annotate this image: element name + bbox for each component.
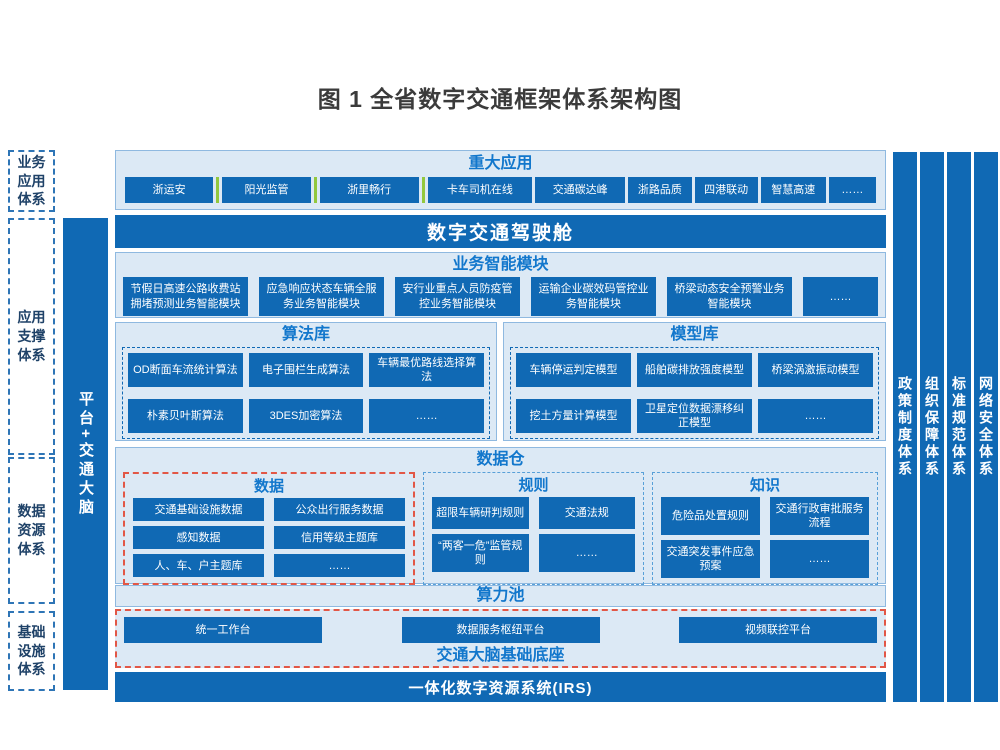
- data-box: 交通基础设施数据: [133, 498, 264, 522]
- platform-box: 视频联控平台: [679, 617, 877, 643]
- biz-modules-row: 节假日高速公路收费站拥堵预测业务智能模块 应急响应状态车辆全服务业务智能模块 安…: [123, 277, 879, 317]
- model-lib-title: 模型库: [670, 326, 719, 343]
- figure-title: 图 1 全省数字交通框架体系架构图: [317, 86, 683, 112]
- rules-group-grid: 超限车辆研判规则 交通法规 “两客一危”监管规则 ……: [432, 497, 635, 573]
- app-box: 浙里畅行: [319, 177, 419, 204]
- data-group-grid: 交通基础设施数据 公众出行服务数据 感知数据 信用等级主题库 人、车、户主题库 …: [133, 498, 405, 578]
- model-lib-grid: 车辆停运判定模型 船舶碳排放强度模型 桥梁涡激振动模型 挖土方量计算模型 卫星定…: [510, 347, 879, 440]
- platform-brain-bar: 平台+交通大脑: [63, 218, 108, 690]
- right-system-label: 网络安全体系: [978, 376, 994, 478]
- knowledge-box: 交通行政审批服务流程: [770, 497, 869, 536]
- knowledge-box-more: ……: [770, 540, 869, 579]
- algorithm-box: 车辆最优路线选择算法: [369, 353, 484, 388]
- platform-box: 数据服务枢纽平台: [401, 617, 600, 643]
- knowledge-group-title: 知识: [749, 477, 780, 495]
- algorithm-box: OD断面车流统计算法: [128, 353, 243, 388]
- app-box: 交通碳达峰: [535, 177, 626, 204]
- left-system-label: 业务应用体系: [17, 153, 46, 208]
- rule-box: 交通法规: [538, 497, 635, 530]
- module-box: 节假日高速公路收费站拥堵预测业务智能模块: [123, 277, 248, 317]
- green-divider: [313, 177, 317, 204]
- knowledge-box: 危险品处置规则: [661, 497, 760, 536]
- foundation-platforms-row: 统一工作台 数据服务枢纽平台 视频联控平台: [124, 617, 877, 643]
- module-box-more: ……: [803, 277, 879, 317]
- algorithm-box: 朴素贝叶斯算法: [128, 399, 243, 434]
- brain-foundation-panel: 统一工作台 数据服务枢纽平台 视频联控平台 交通大脑基础底座: [115, 609, 886, 668]
- app-box: 智慧高速: [760, 177, 826, 204]
- platform-box: 统一工作台: [124, 617, 322, 643]
- knowledge-group: 知识 危险品处置规则 交通行政审批服务流程 交通突发事件应急预案 ……: [652, 472, 878, 586]
- major-apps-title: 重大应用: [468, 155, 533, 172]
- module-box: 桥梁动态安全预警业务智能模块: [667, 277, 792, 317]
- model-box-more: ……: [758, 399, 873, 434]
- rules-group: 规则 超限车辆研判规则 交通法规 “两客一危”监管规则 ……: [423, 472, 644, 586]
- algorithm-lib-title: 算法库: [281, 326, 330, 343]
- module-box: 应急响应状态车辆全服务业务智能模块: [259, 277, 384, 317]
- major-apps-panel: 重大应用 浙运安 阳光监管 浙里畅行 卡车司机在线 交通碳达峰 浙路品质 四港联…: [115, 150, 886, 210]
- right-system-standards: 标准规范体系: [947, 152, 971, 702]
- model-box: 船舶碳排放强度模型: [637, 353, 752, 388]
- data-warehouse-panel: 数据仓 数据 交通基础设施数据 公众出行服务数据 感知数据 信用等级主题库 人、…: [115, 447, 886, 586]
- algorithm-lib-panel: 算法库 OD断面车流统计算法 电子围栏生成算法 车辆最优路线选择算法 朴素贝叶斯…: [115, 322, 497, 441]
- knowledge-box: 交通突发事件应急预案: [661, 540, 760, 579]
- data-group-title: 数据: [253, 478, 284, 496]
- app-box: 浙路品质: [628, 177, 692, 204]
- right-system-organization: 组织保障体系: [920, 152, 944, 702]
- module-box: 运输企业碳效码管控业务智能模块: [531, 277, 656, 317]
- right-system-policy: 政策制度体系: [893, 152, 917, 702]
- major-apps-row: 浙运安 阳光监管 浙里畅行 卡车司机在线 交通碳达峰 浙路品质 四港联动 智慧高…: [125, 177, 876, 204]
- data-box: 公众出行服务数据: [274, 498, 405, 522]
- rule-box: 超限车辆研判规则: [432, 497, 529, 530]
- right-system-label: 标准规范体系: [951, 376, 967, 478]
- data-box: 感知数据: [133, 526, 264, 550]
- biz-modules-panel: 业务智能模块 节假日高速公路收费站拥堵预测业务智能模块 应急响应状态车辆全服务业…: [115, 252, 886, 318]
- algorithm-lib-grid: OD断面车流统计算法 电子围栏生成算法 车辆最优路线选择算法 朴素贝叶斯算法 3…: [122, 347, 490, 440]
- data-group: 数据 交通基础设施数据 公众出行服务数据 感知数据 信用等级主题库 人、车、户主…: [123, 472, 415, 586]
- left-system-label: 应用支撑体系: [17, 309, 46, 363]
- right-system-label: 政策制度体系: [897, 376, 913, 478]
- left-system-label: 基础设施体系: [17, 623, 46, 678]
- brain-foundation-title: 交通大脑基础底座: [436, 647, 565, 664]
- knowledge-group-grid: 危险品处置规则 交通行政审批服务流程 交通突发事件应急预案 ……: [661, 497, 869, 579]
- data-warehouse-groups: 数据 交通基础设施数据 公众出行服务数据 感知数据 信用等级主题库 人、车、户主…: [123, 472, 878, 586]
- model-lib-panel: 模型库 车辆停运判定模型 船舶碳排放强度模型 桥梁涡激振动模型 挖土方量计算模型…: [503, 322, 886, 441]
- app-box: 四港联动: [694, 177, 758, 204]
- algorithm-box: 3DES加密算法: [248, 399, 364, 434]
- cockpit-band: 数字交通驾驶舱: [115, 215, 886, 248]
- model-box: 桥梁涡激振动模型: [758, 353, 873, 388]
- computing-pool-panel: 算力池: [115, 585, 886, 607]
- left-system-data-resource: 数据资源体系: [8, 457, 55, 604]
- model-box: 挖土方量计算模型: [516, 399, 631, 434]
- model-box: 车辆停运判定模型: [516, 353, 631, 388]
- algorithm-box: 电子围栏生成算法: [248, 353, 364, 388]
- rules-group-title: 规则: [518, 477, 549, 495]
- left-system-label: 数据资源体系: [17, 503, 46, 557]
- platform-brain-label: 平台+交通大脑: [77, 390, 94, 518]
- biz-modules-title: 业务智能模块: [452, 256, 549, 273]
- green-divider: [216, 177, 220, 204]
- computing-pool-title: 算力池: [476, 587, 525, 605]
- data-warehouse-title: 数据仓: [476, 451, 525, 468]
- app-box: 卡车司机在线: [427, 177, 533, 204]
- module-box: 安行业重点人员防疫管控业务智能模块: [395, 277, 520, 317]
- right-system-label: 组织保障体系: [924, 376, 940, 478]
- left-system-infrastructure: 基础设施体系: [8, 611, 55, 691]
- green-divider: [421, 177, 425, 204]
- model-box: 卫星定位数据漂移纠正模型: [637, 399, 752, 434]
- data-box-more: ……: [274, 554, 405, 578]
- irs-band: 一体化数字资源系统(IRS): [115, 672, 886, 702]
- right-system-network-security: 网络安全体系: [974, 152, 998, 702]
- app-box-more: ……: [828, 177, 876, 204]
- app-box: 浙运安: [125, 177, 214, 204]
- rule-box: “两客一危”监管规则: [432, 534, 529, 573]
- rule-box-more: ……: [538, 534, 635, 573]
- data-box: 人、车、户主题库: [133, 554, 264, 578]
- algorithm-box-more: ……: [369, 399, 484, 434]
- data-box: 信用等级主题库: [274, 526, 405, 550]
- left-system-business-application: 业务应用体系: [8, 150, 55, 212]
- app-box: 阳光监管: [222, 177, 311, 204]
- left-system-application-support: 应用支撑体系: [8, 218, 55, 455]
